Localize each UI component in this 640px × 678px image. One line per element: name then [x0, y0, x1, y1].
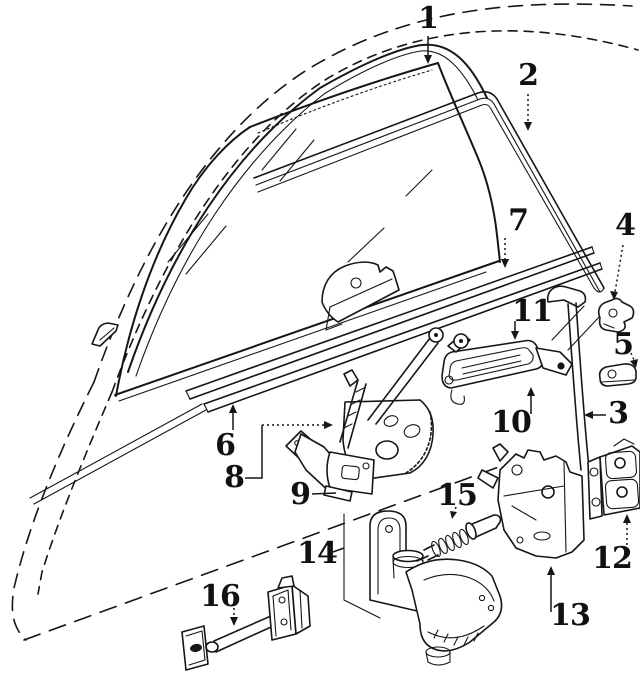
- belt-weatherstrip-inner: [204, 263, 602, 412]
- callout-14-arrow: [333, 548, 344, 552]
- callout-7-arrow: [501, 238, 509, 268]
- lock-rod: [415, 515, 501, 561]
- callout-6-label: 6: [215, 428, 236, 463]
- door-latch: [478, 444, 584, 558]
- callout-7-label: 7: [508, 203, 529, 238]
- callout-9-arrow: [312, 493, 336, 494]
- callout-14-label: 14: [297, 536, 338, 571]
- callout-15-arrow: [450, 507, 457, 519]
- callout-2-arrow: [524, 94, 532, 131]
- regulator-motor: [286, 431, 374, 501]
- callout-1-arrow: [424, 36, 432, 64]
- callout-5-arrow: [630, 353, 638, 368]
- callout-15-label: 15: [437, 478, 478, 513]
- callout-4-arrow: [610, 245, 623, 300]
- callout-16-label: 16: [200, 579, 241, 614]
- callout-4-label: 4: [615, 208, 636, 243]
- callout-10-arrow: [527, 387, 535, 414]
- door-body-outline: [12, 4, 638, 640]
- run-channel: [548, 286, 589, 470]
- door-check-strap: [182, 576, 310, 670]
- inside-handle-assembly: [370, 511, 502, 665]
- channel-bracket: [599, 298, 634, 332]
- callout-11-label: 11: [512, 294, 553, 329]
- callout-2-label: 2: [518, 58, 539, 93]
- callout-11-arrow: [511, 321, 519, 340]
- callout-arrows: [229, 36, 638, 626]
- callout-8-arrow: [245, 421, 333, 478]
- glass-run-weatherstrip: [254, 92, 604, 292]
- callout-3-label: 3: [608, 396, 629, 431]
- callout-12-arrow: [623, 514, 631, 545]
- callout-1-label: 1: [418, 1, 439, 36]
- callout-9-label: 9: [290, 477, 311, 512]
- channel-wedge: [600, 364, 636, 386]
- callout-13-arrow: [547, 566, 555, 612]
- callout-5-label: 5: [613, 327, 634, 362]
- door-lock: [588, 439, 640, 519]
- callout-6-arrow: [229, 404, 237, 430]
- callout-16-arrow: [230, 608, 238, 626]
- callout-13-label: 13: [550, 598, 591, 633]
- guide-rail: [442, 334, 572, 404]
- callout-10-label: 10: [491, 405, 532, 440]
- belt-weatherstrip-outer: [186, 247, 594, 399]
- callout-12-label: 12: [592, 541, 633, 576]
- callout-8-label: 8: [224, 460, 245, 495]
- callout-3-arrow: [584, 411, 606, 419]
- glass-bracket: [322, 262, 399, 330]
